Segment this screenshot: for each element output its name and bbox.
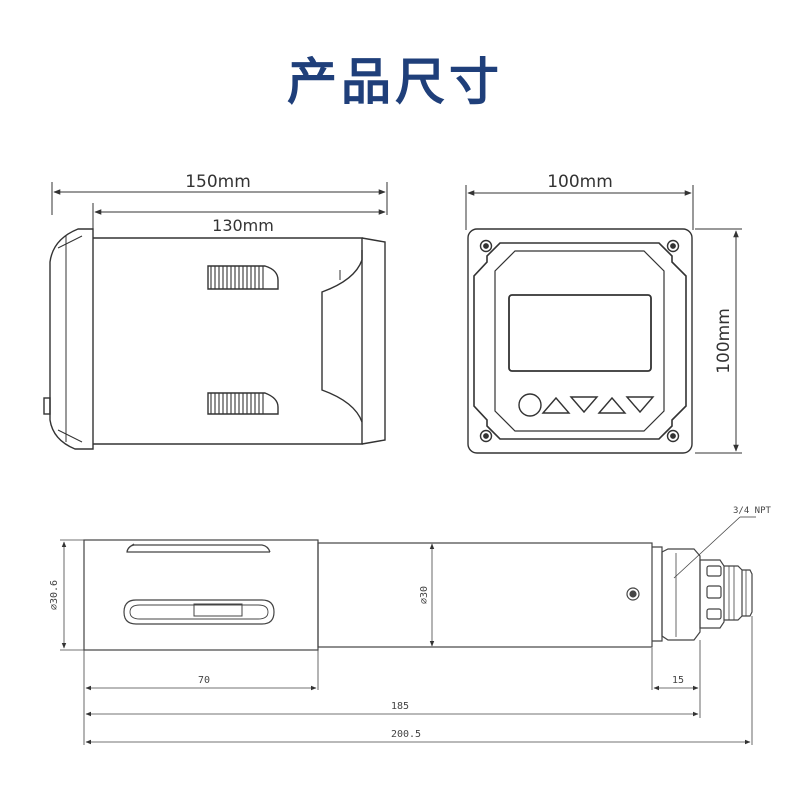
down-arrow-icon (569, 396, 599, 414)
screw-icon (626, 587, 640, 601)
dim-label-130mm: 130mm (212, 216, 274, 235)
up-arrow-icon (541, 396, 571, 414)
screw-icon (666, 239, 680, 253)
up-arrow-icon (597, 396, 627, 414)
clip-grip-top (207, 265, 279, 290)
side-housing (93, 237, 363, 445)
dim-label-left-diameter: ∅30.6 (49, 580, 60, 610)
side-tab (43, 397, 51, 415)
front-view (465, 185, 742, 454)
thread-label: 3/4 NPT (733, 506, 772, 516)
dim-label-front-height: 100mm (714, 308, 734, 374)
sensor-head (83, 539, 319, 651)
dim-label-15: 15 (672, 675, 684, 686)
page-title: 产品尺寸 (287, 53, 503, 111)
dim-label-150mm: 150mm (185, 172, 251, 192)
screw-icon (479, 239, 493, 253)
sensor-slot (123, 599, 275, 625)
side-bezel (49, 228, 94, 450)
down-arrow-icon (625, 396, 655, 414)
npt-leader-line (673, 516, 741, 579)
dim-label-185: 185 (391, 701, 409, 712)
display-screen (508, 294, 652, 372)
dim-label-70: 70 (198, 675, 210, 686)
clip-grip-bottom (207, 392, 279, 415)
screw-icon (666, 429, 680, 443)
front-panel (467, 228, 693, 454)
dim-label-right-diameter: ∅30 (419, 586, 430, 604)
menu-button (518, 393, 542, 417)
sensor-body (317, 542, 653, 648)
dim-label-200: 200.5 (391, 729, 421, 740)
sensor-drawing (60, 516, 756, 745)
screw-icon (479, 429, 493, 443)
npt-fitting (661, 548, 701, 641)
dim-label-front-width: 100mm (547, 172, 613, 192)
side-view (43, 182, 388, 450)
